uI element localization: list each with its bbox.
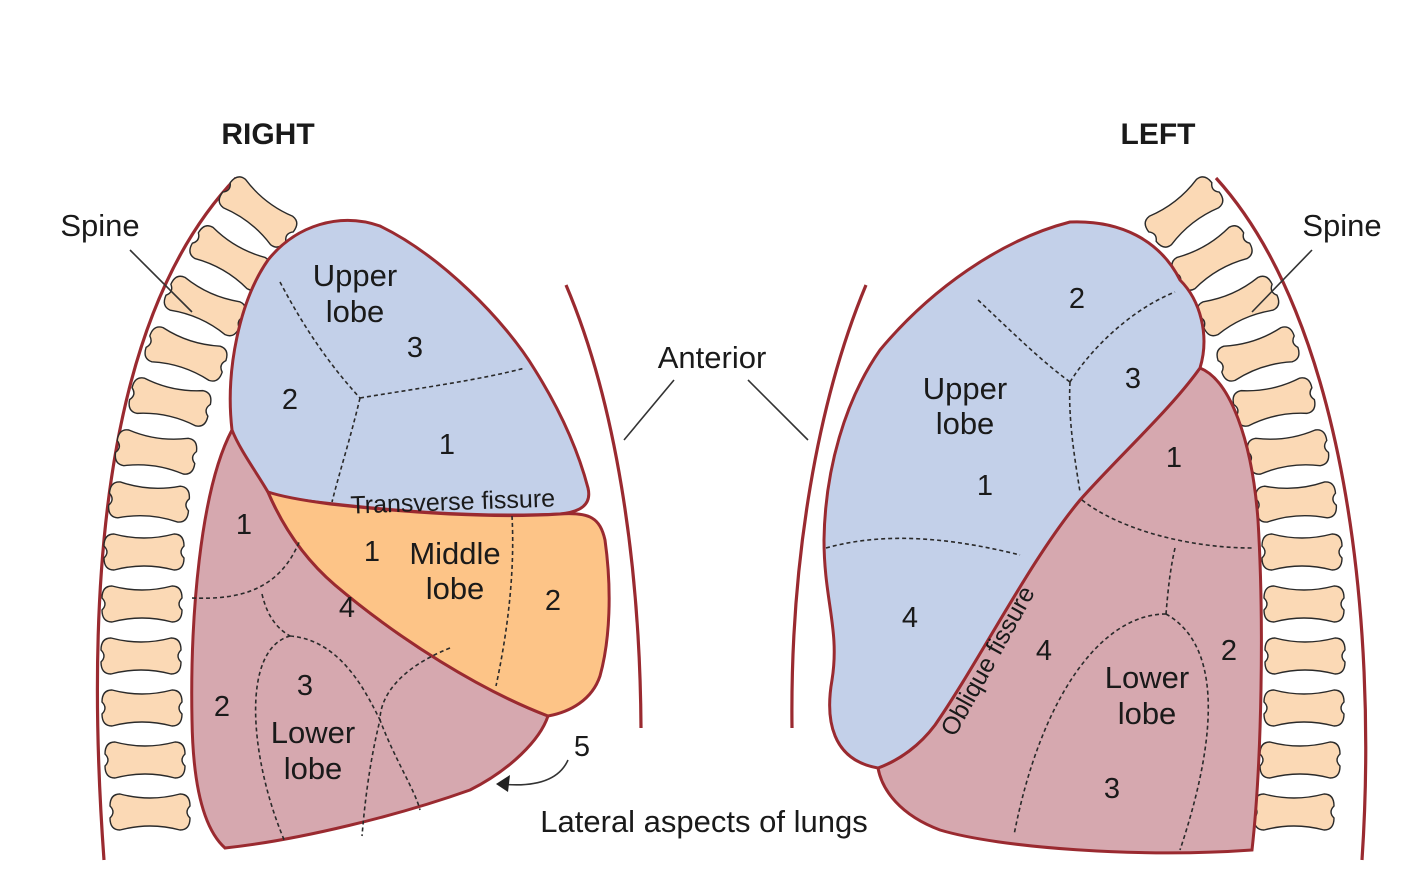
vertebra	[1141, 173, 1226, 251]
left-lower-seg-1: 1	[1166, 442, 1182, 474]
left-upper-seg-1: 1	[977, 470, 993, 502]
right-upper-lobe-label-1: Upper	[313, 258, 397, 293]
left-upper-lobe-label-1: Upper	[923, 371, 1007, 406]
caption: Lateral aspects of lungs	[540, 804, 867, 839]
vertebra	[108, 481, 190, 522]
spine-label-left: Spine	[1302, 208, 1381, 243]
left-upper-seg-4: 4	[902, 602, 918, 634]
vertebra	[1262, 534, 1342, 570]
left-upper-seg-3: 3	[1125, 363, 1141, 395]
right-lower-seg-4: 4	[339, 592, 355, 624]
right-upper-seg-2: 2	[282, 384, 298, 416]
left-lower-seg-2: 2	[1221, 635, 1237, 667]
right-middle-seg-1: 1	[364, 536, 380, 568]
seg-5-arrowhead	[496, 775, 510, 792]
right-heading: RIGHT	[221, 118, 314, 151]
right-lung: Upper lobe 3 2 1 Transverse fissure 1 Mi…	[192, 220, 609, 848]
left-lower-seg-4: 4	[1036, 635, 1052, 667]
vertebra	[1214, 325, 1301, 384]
spine-label-right: Spine	[60, 208, 139, 243]
vertebra	[114, 429, 198, 476]
vertebra	[1254, 794, 1334, 830]
right-middle-lobe-label-1: Middle	[409, 536, 500, 571]
left-upper-lobe-label-2: lobe	[936, 406, 995, 441]
left-heading: LEFT	[1121, 118, 1196, 151]
right-upper-lobe-label-2: lobe	[326, 294, 385, 329]
anterior-label: Anterior	[658, 340, 767, 375]
left-upper-seg-2: 2	[1069, 283, 1085, 315]
vertebra	[1264, 586, 1344, 622]
anterior-pointer-right	[624, 380, 674, 440]
vertebra	[142, 325, 229, 384]
vertebra	[127, 376, 213, 428]
right-middle-lobe-label-2: lobe	[426, 571, 485, 606]
vertebra	[1260, 742, 1340, 778]
right-lower-seg-2: 2	[214, 691, 230, 723]
right-upper-seg-1: 1	[439, 429, 455, 461]
left-lung: 2 3 Upper lobe 1 4 Oblique fissure 1 4 2…	[824, 222, 1261, 853]
right-lower-seg-5: 5	[574, 731, 590, 763]
vertebra	[161, 273, 249, 338]
right-lower-seg-3: 3	[297, 670, 313, 702]
right-middle-seg-2: 2	[545, 585, 561, 617]
right-lower-lobe-label-1: Lower	[271, 715, 355, 750]
vertebra	[102, 690, 182, 726]
vertebra	[105, 742, 185, 778]
right-lower-lobe-label-2: lobe	[284, 751, 343, 786]
vertebra	[1255, 481, 1337, 522]
vertebra	[1231, 376, 1317, 428]
vertebra	[104, 534, 184, 570]
vertebra	[101, 638, 181, 674]
vertebra	[1265, 638, 1345, 674]
left-lower-seg-3: 3	[1104, 773, 1120, 805]
left-lower-lobe-label-2: lobe	[1118, 696, 1177, 731]
right-upper-seg-3: 3	[407, 332, 423, 364]
vertebra	[102, 586, 182, 622]
vertebra	[1194, 273, 1282, 338]
vertebra	[110, 794, 190, 830]
right-lower-seg-1: 1	[236, 509, 252, 541]
left-lower-lobe-label-1: Lower	[1105, 660, 1189, 695]
vertebra	[1264, 690, 1344, 726]
vertebra	[1246, 429, 1330, 476]
anterior-pointer-left	[748, 380, 808, 440]
right-upper-lobe	[230, 220, 588, 515]
